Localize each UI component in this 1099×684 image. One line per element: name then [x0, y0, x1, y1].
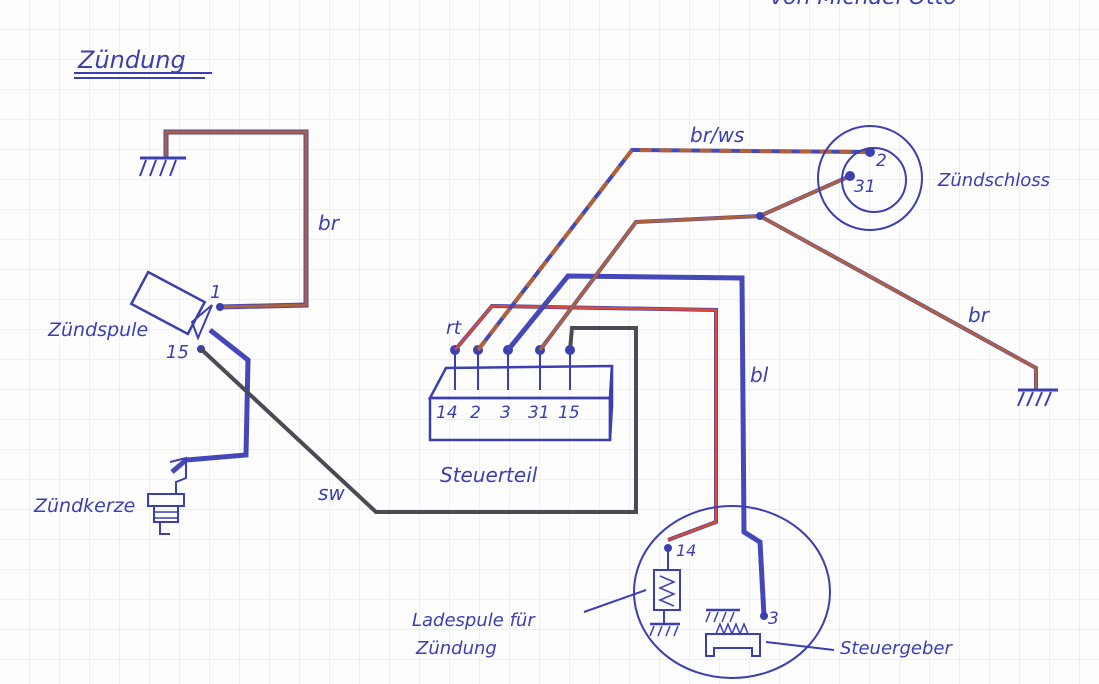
ground-symbol-coil [139, 156, 186, 177]
generator-circle [633, 505, 831, 679]
charging-coil-label-1: Ladespule für [412, 610, 536, 631]
coil-terminal-1-dot [216, 303, 224, 311]
switch-label: Zündschloss [937, 170, 1050, 191]
spark-plug-label: Zündkerze [33, 495, 135, 517]
wire-br-ws [476, 147, 871, 352]
ground-symbol-switch [1017, 388, 1058, 407]
control-unit-box [427, 364, 614, 442]
wire-label-br-coil: br [318, 211, 341, 235]
pickup-label: Steuergeber [840, 638, 953, 659]
charging-coil-terminal-dot [664, 544, 672, 552]
ignition-switch [817, 125, 923, 231]
control-unit-pin-15: 15 [558, 403, 580, 423]
wire-label-sw: sw [318, 481, 345, 505]
charging-coil-terminal-label: 14 [676, 541, 696, 560]
switch-terminal-31-dot [845, 171, 855, 181]
wire-label-bl: bl [750, 363, 769, 387]
wire-red [454, 304, 718, 542]
spark-plug [147, 456, 187, 535]
control-unit-label: Steuerteil [440, 463, 538, 487]
switch-terminal-31-label: 31 [854, 177, 876, 197]
diagram-title: Zündung [77, 46, 186, 74]
pickup-sensor [705, 608, 761, 657]
switch-terminal-2-dot [865, 147, 875, 157]
author-fragment: von Michael Otto [770, 0, 957, 10]
pickup-terminal-dot [760, 612, 768, 620]
control-unit-pin-14: 14 [436, 403, 458, 423]
wire-br-31 [538, 174, 851, 351]
switch-terminal-2-label: 2 [876, 151, 887, 171]
wire-br-31-blue [538, 174, 851, 352]
ignition-coil [129, 270, 213, 341]
wire-ht-lead [170, 328, 251, 474]
coil-terminal-1-label: 1 [210, 282, 221, 303]
control-unit-pin-31: 31 [528, 403, 550, 423]
control-unit-pin-2: 2 [470, 403, 481, 423]
wire-label-br-ws: br/ws [690, 123, 744, 147]
pickup-terminal-label: 3 [768, 609, 779, 629]
wire-label-br-switch: br [968, 303, 991, 327]
wire-sw [199, 326, 638, 514]
wire-switch-ground [759, 214, 1038, 390]
pickup-pointer [765, 641, 835, 651]
junction-dot [756, 212, 764, 220]
wire-br-ws-blue [476, 147, 871, 352]
coil-label: Zündspule [47, 319, 148, 341]
wire-red-outline [453, 303, 718, 542]
coil-terminal-15-label: 15 [166, 342, 189, 363]
wire-switch-ground-blue [759, 214, 1038, 390]
wire-coil-ground-blue [163, 129, 309, 310]
wire-coil-ground [164, 130, 308, 309]
charging-coil-label-2: Zündung [415, 638, 497, 659]
charging-coil [649, 548, 681, 637]
control-unit-pin-3: 3 [500, 403, 511, 423]
pin-rt-label: rt [446, 317, 463, 339]
wire-bl [506, 273, 767, 617]
charging-coil-pointer [583, 589, 647, 613]
